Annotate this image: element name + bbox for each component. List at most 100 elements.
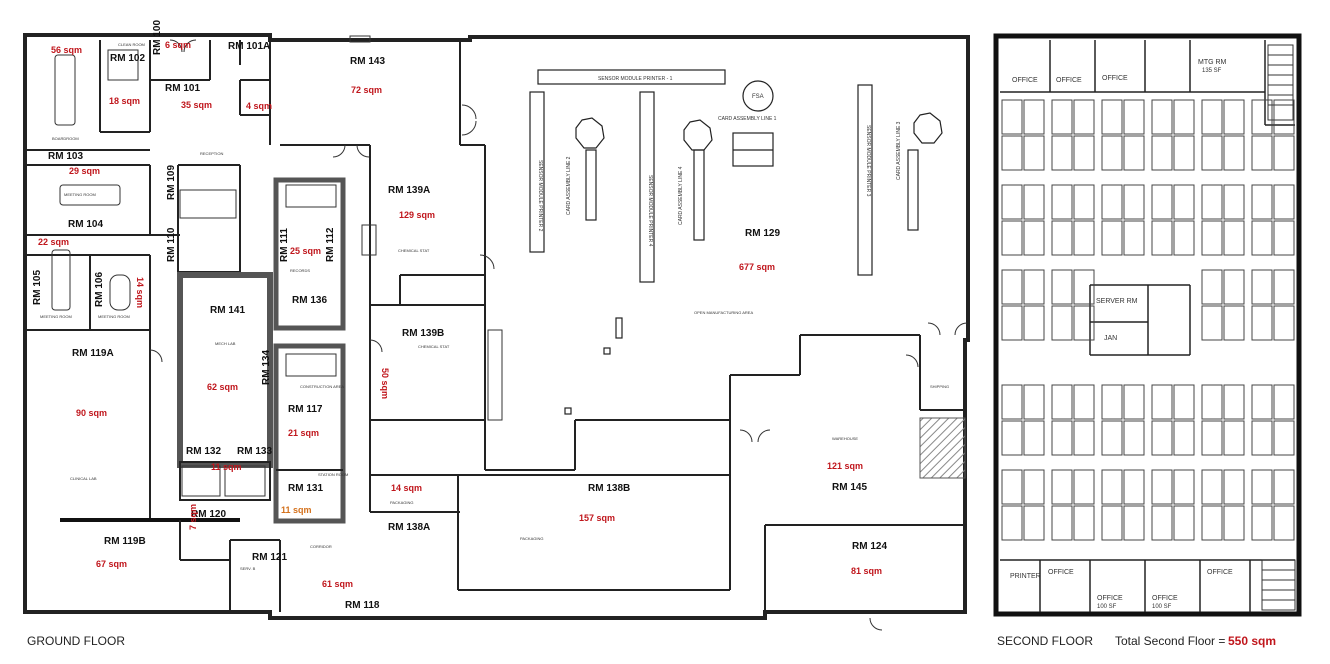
area-rm102-conf: 56 sqm (51, 45, 82, 55)
cubicle (1173, 135, 1195, 171)
office-label-7: OFFICE (1207, 569, 1233, 576)
cubicle (1223, 220, 1245, 256)
office-label-5: OFFICE (1097, 595, 1123, 602)
svg-text:RECEPTION: RECEPTION (200, 151, 223, 156)
label-line4: CARD ASSEMBLY LINE 4 (678, 166, 684, 225)
cubicle (1101, 220, 1123, 256)
label-printer3: SENSOR MODULE PRINTER 3 (865, 125, 871, 197)
room-label-rm101a: RM 101A (228, 41, 270, 52)
cubicle (1001, 505, 1023, 541)
cubicle (1001, 184, 1023, 220)
cubicle (1123, 99, 1145, 135)
room-label-rm112: RM 112 (325, 227, 336, 262)
rm136-wall (273, 177, 346, 331)
room-label-rm145: RM 145 (832, 482, 867, 493)
svg-text:BOARDROOM: BOARDROOM (52, 136, 79, 141)
room-label-rm120: RM 120 (191, 509, 226, 520)
area-rm132: 11 sqm (211, 462, 242, 472)
svg-text:CONSTRUCTION AREA: CONSTRUCTION AREA (300, 384, 344, 389)
room-label-rm117: RM 117 (288, 404, 323, 415)
second-floor-offices-top (1000, 40, 1295, 612)
cubicle (1151, 135, 1173, 171)
office-label-4: OFFICE (1048, 569, 1074, 576)
second-floor-exterior-wall (993, 33, 1302, 617)
room-label-rm109: RM 109 (166, 165, 177, 200)
cubicle (1101, 99, 1123, 135)
svg-text:CLEAN ROOM: CLEAN ROOM (118, 42, 145, 47)
area-rm145: 121 sqm (827, 461, 863, 471)
area-rm131: 11 sqm (281, 505, 312, 515)
cubicle (1051, 99, 1073, 135)
rm141-wall (177, 272, 273, 468)
svg-text:RECORDS: RECORDS (290, 268, 310, 273)
cubicle (1051, 305, 1073, 341)
cubicle (1251, 184, 1273, 220)
svg-text:CORRIDOR: CORRIDOR (310, 544, 332, 549)
svg-text:SHIPPING: SHIPPING (930, 384, 949, 389)
cubicle (1251, 384, 1273, 420)
cubicle (1201, 305, 1223, 341)
cubicle (1001, 384, 1023, 420)
interior-walls-west (25, 40, 271, 520)
doors (149, 39, 968, 631)
cubicle (1201, 384, 1223, 420)
label-fsa: FSA (752, 94, 764, 100)
room-label-rm110: RM 110 (166, 227, 177, 262)
cubicle (1001, 220, 1023, 256)
cubicle (1251, 505, 1273, 541)
area-rm143: 72 sqm (351, 85, 382, 95)
area-rm106: 14 sqm (135, 277, 145, 308)
cubicle (1251, 420, 1273, 456)
cubicle (1123, 135, 1145, 171)
room-areas: 56 sqm 6 sqm 18 sqm 35 sqm 4 sqm 72 sqm … (38, 40, 882, 589)
cubicle (1251, 135, 1273, 171)
cubicle (1201, 184, 1223, 220)
cubicle (1101, 184, 1123, 220)
room-label-rm103: RM 103 (48, 151, 83, 162)
cubicle (1023, 305, 1045, 341)
mtg-room-area: 135 SF (1202, 68, 1222, 74)
cubicle (1023, 135, 1045, 171)
janitor-label: JAN (1104, 335, 1117, 342)
printer1-bar (537, 69, 726, 85)
cubicle (1001, 135, 1023, 171)
office-label-2: OFFICE (1056, 77, 1082, 84)
room-label-rm131: RM 131 (288, 483, 323, 494)
cubicle (1051, 384, 1073, 420)
cubicle (1251, 269, 1273, 305)
area-rm138a: 14 sqm (391, 483, 422, 493)
area-rm124: 81 sqm (851, 566, 882, 576)
area-rm129: 677 sqm (739, 262, 775, 272)
cubicle (1173, 99, 1195, 135)
cubicle (1273, 505, 1295, 541)
room-label-rm134: RM 134 (261, 350, 272, 385)
equipment-labels: SENSOR MODULE PRINTER - 1 SENSOR MODULE … (537, 76, 902, 247)
area-rm111: 25 sqm (290, 246, 321, 256)
hatched-zone (919, 417, 966, 479)
label-printer4: SENSOR MODULE PRINTER 4 (647, 175, 653, 247)
cubicle (1273, 269, 1295, 305)
office-label-1: OFFICE (1012, 77, 1038, 84)
room-label-rm133: RM 133 (237, 446, 272, 457)
cubicle (1273, 220, 1295, 256)
cubicle (1101, 420, 1123, 456)
total-area-label: Total Second Floor = (1115, 634, 1225, 648)
cubicle (1223, 99, 1245, 135)
line3-unit (913, 112, 943, 144)
cubicle (1051, 135, 1073, 171)
area-rm105: 22 sqm (38, 237, 69, 247)
cubicle (1123, 420, 1145, 456)
area-rm138b: 157 sqm (579, 513, 615, 523)
svg-text:OPEN MANUFACTURING AREA: OPEN MANUFACTURING AREA (694, 310, 753, 315)
cubicle (1051, 220, 1073, 256)
printer3-bar (857, 84, 873, 276)
cubicle (1051, 184, 1073, 220)
cubicle (1051, 469, 1073, 505)
cubicle (1251, 220, 1273, 256)
line4-unit (683, 119, 713, 151)
area-rm102: 18 sqm (109, 96, 140, 106)
cubicle (1151, 420, 1173, 456)
office-label-6: OFFICE (1152, 595, 1178, 602)
second-floor-plan: OFFICE OFFICE OFFICE MTG RM 135 SF SERVE… (993, 33, 1302, 617)
